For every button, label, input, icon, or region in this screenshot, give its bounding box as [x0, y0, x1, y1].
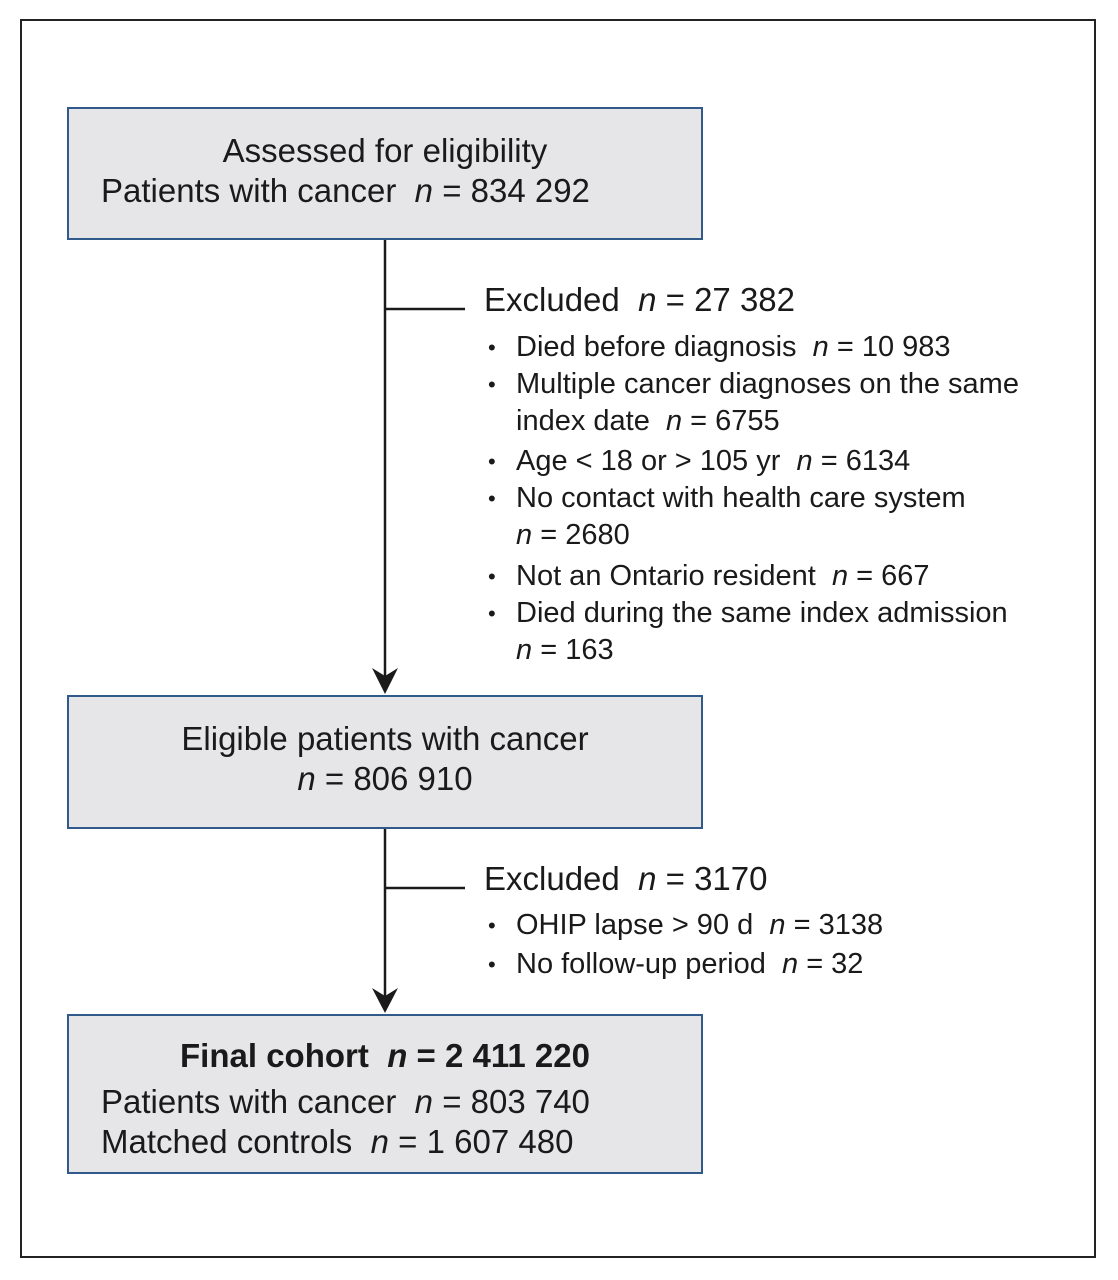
figure-frame: [20, 19, 1096, 1258]
bullet-icon: •: [488, 601, 496, 626]
box-assessed-for-eligibility: Assessed for eligibility Patients with c…: [67, 107, 703, 240]
bullet-icon: •: [488, 372, 496, 397]
item-label: No follow-up period: [516, 948, 766, 980]
exclusion-1-label: Excluded: [484, 281, 620, 318]
item-label-cont: index date: [516, 405, 650, 437]
item-label: Multiple cancer diagnoses on the same: [516, 368, 1019, 400]
final-cohort-count: = 2 411 220: [416, 1037, 590, 1074]
n-symbol: n: [638, 281, 657, 318]
exclusion-2-heading: Excluded n = 3170: [484, 859, 768, 899]
item-label: Died before diagnosis: [516, 331, 797, 363]
n-symbol: n: [414, 172, 434, 209]
n-symbol: n: [638, 860, 657, 897]
exclusion-1-count: = 27 382: [665, 281, 796, 318]
assessed-patients-line: Patients with cancer n = 834 292: [101, 171, 590, 211]
final-patients-line: Patients with cancer n = 803 740: [101, 1082, 590, 1122]
n-symbol: n: [812, 331, 829, 363]
exclusion-2-count: = 3170: [665, 860, 768, 897]
n-symbol: n: [769, 909, 786, 941]
item-count: = 32: [806, 948, 864, 980]
item-label: Not an Ontario resident: [516, 560, 816, 592]
bullet-icon: •: [488, 335, 496, 360]
final-controls-label: Matched controls: [101, 1123, 353, 1160]
bullet-icon: •: [488, 564, 496, 589]
n-symbol: n: [796, 445, 813, 477]
n-symbol: n: [516, 519, 533, 551]
item-count: = 6755: [690, 405, 780, 437]
n-symbol: n: [781, 948, 799, 980]
final-cohort-title: Final cohort n = 2 411 220: [69, 1036, 701, 1076]
n-symbol: n: [414, 1083, 434, 1120]
n-symbol: n: [387, 1037, 408, 1074]
exclusion-2-label: Excluded: [484, 860, 620, 897]
box-eligible-patients: Eligible patients with cancer n = 806 91…: [67, 695, 703, 829]
item-count: = 667: [856, 560, 930, 592]
item-count: = 10 983: [836, 331, 951, 363]
box-final-cohort: Final cohort n = 2 411 220 Patients with…: [67, 1014, 703, 1174]
final-controls-count: = 1 607 480: [398, 1123, 574, 1160]
exclusion-1-heading: Excluded n = 27 382: [484, 280, 795, 320]
n-symbol: n: [297, 760, 316, 797]
n-symbol: n: [665, 405, 683, 437]
assessed-count: = 834 292: [442, 172, 590, 209]
n-symbol: n: [370, 1123, 389, 1160]
arrowhead-to-final: [372, 988, 398, 1013]
bullet-icon: •: [488, 913, 496, 938]
assessed-title: Assessed for eligibility: [222, 132, 548, 169]
n-symbol: n: [831, 560, 849, 592]
bullet-icon: •: [488, 486, 496, 511]
final-patients-count: = 803 740: [442, 1083, 590, 1120]
item-label: No contact with health care system: [516, 482, 966, 514]
arrowhead-to-eligible: [372, 668, 398, 694]
final-cohort-label: Final cohort: [180, 1037, 369, 1074]
item-count: = 3138: [793, 909, 884, 941]
item-label: OHIP lapse > 90 d: [516, 909, 754, 941]
item-count: = 2680: [540, 519, 630, 551]
bullet-icon: •: [488, 449, 496, 474]
item-label: Died during the same index admission: [516, 597, 1008, 629]
eligible-count: = 806 910: [324, 760, 473, 797]
item-count: = 163: [540, 634, 614, 666]
eligible-count-line: n = 806 910: [69, 759, 701, 799]
item-count: = 6134: [820, 445, 911, 477]
n-symbol: n: [516, 634, 533, 666]
bullet-icon: •: [488, 952, 496, 977]
final-patients-label: Patients with cancer: [101, 1083, 397, 1120]
final-controls-line: Matched controls n = 1 607 480: [101, 1122, 573, 1162]
eligible-title: Eligible patients with cancer: [181, 720, 589, 757]
item-label: Age < 18 or > 105 yr: [516, 445, 781, 477]
assessed-label: Patients with cancer: [101, 172, 397, 209]
